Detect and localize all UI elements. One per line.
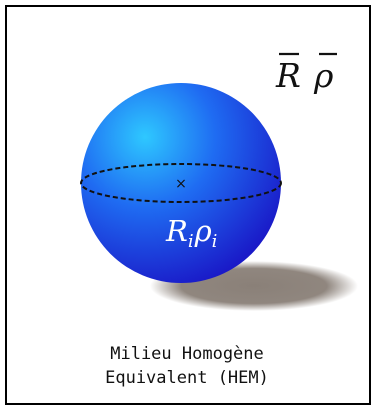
sphere-label-rho: ρ [194, 214, 212, 248]
caption-line-2: Equivalent (HEM) [0, 367, 374, 389]
sphere-label-r: R [165, 214, 188, 248]
caption-line-1: Milieu Homogène [0, 343, 374, 365]
center-cross-mark: × [175, 176, 187, 192]
hem-label-r: R [275, 56, 301, 95]
sphere-label-r-subscript: i [188, 231, 194, 252]
sphere-label-rho-subscript: i [212, 231, 218, 252]
hem-label-rho: ρ [313, 56, 334, 95]
